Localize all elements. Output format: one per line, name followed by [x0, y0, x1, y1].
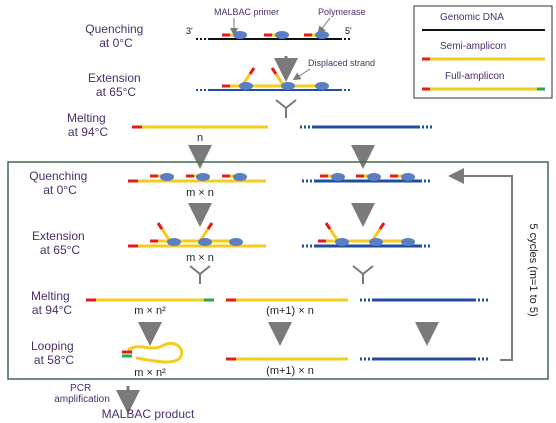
cycle-quench-right-strand [302, 173, 432, 183]
cycle-melting-label: Melting at 94°C [31, 289, 73, 317]
cycle-looping-label: Looping at 58°C [31, 339, 77, 367]
legend-box [413, 5, 553, 99]
top-ext-new-strands [222, 67, 329, 90]
polymerase-label: Polymerase [318, 7, 366, 17]
legend-full-label: Full-amplicon [445, 71, 504, 82]
cycle-mxn-1: m × n [186, 187, 214, 199]
cycle-split-arrow-left [189, 265, 211, 284]
cycle-frame [7, 161, 549, 380]
legend: Genomic DNA Semi-amplicon Full-amplicon [413, 5, 553, 99]
cycle-return-arrow [448, 168, 513, 361]
cycle-mxn2-loop: m × n² [134, 367, 166, 379]
displaced-strand-label: Displaced strand [308, 58, 375, 68]
displaced-pointer [292, 68, 311, 81]
three-prime-end: 3' [186, 26, 193, 36]
cycle-mxn-2: m × n [186, 252, 214, 264]
top-melting-label: Melting at 94°C [67, 111, 109, 139]
cycle-ext-right-strand [302, 222, 432, 248]
cycle-split-arrow-right [352, 265, 374, 284]
cycle-quenching-label: Quenching at 0°C [29, 169, 90, 197]
cycle-quench-left-strand [128, 173, 266, 183]
cycle-m1n-melt: (m+1) × n [266, 305, 314, 317]
cycle-loop-hairpin [122, 341, 184, 364]
top-extension-label: Extension at 65°C [88, 71, 144, 99]
top-split-arrow [275, 99, 297, 118]
cycle-ext-left-strand [128, 222, 266, 248]
top-n-label: n [197, 132, 203, 144]
cycles-label: 5 cycles (m=1 to 5) [527, 223, 539, 316]
top-quench-primers [222, 31, 329, 39]
cycle-m1n-loop: (m+1) × n [266, 365, 314, 377]
top-quenching-label: Quenching at 0°C [85, 22, 146, 50]
legend-genomic-label: Genomic DNA [440, 12, 504, 23]
legend-semi-label: Semi-amplicon [440, 41, 506, 52]
cycle-extension-label: Extension at 65°C [32, 229, 88, 257]
polymerase-pointer [317, 17, 331, 35]
pcr-label: PCR amplification [54, 383, 110, 405]
primer-label: MALBAC primer [214, 7, 279, 17]
malbac-product-label: MALBAC product [102, 407, 195, 421]
five-prime-end: 5' [345, 26, 352, 36]
cycle-mxn2-melt: m × n² [134, 305, 166, 317]
